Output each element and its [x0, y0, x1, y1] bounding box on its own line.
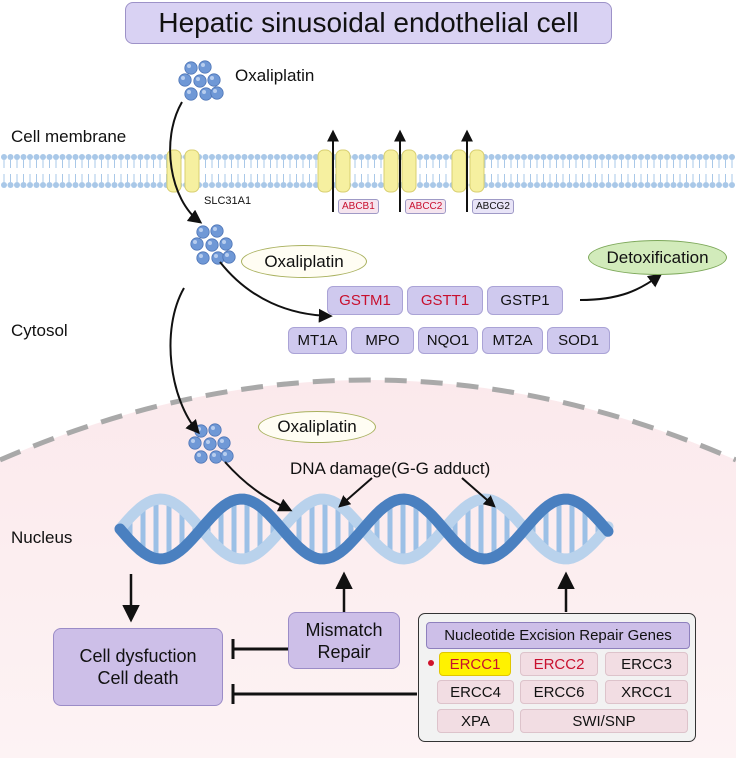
- gene-xrcc1: XRCC1: [605, 680, 688, 704]
- gene-ercc3: ERCC3: [605, 652, 688, 676]
- gene-swi-snp: SWI/SNP: [520, 709, 688, 733]
- abcg2-label: ABCG2: [472, 199, 514, 214]
- highlight-dot: [428, 660, 434, 666]
- gene-mt1a: MT1A: [288, 327, 347, 354]
- oxaliplatin-label-cytosol: Oxaliplatin: [241, 245, 367, 278]
- gene-gstp1: GSTP1: [487, 286, 563, 315]
- flow-arrows: [122, 101, 663, 623]
- oxaliplatin-label-outside: Oxaliplatin: [235, 66, 315, 85]
- cytosol-label: Cytosol: [11, 321, 68, 340]
- detoxification-label: Detoxification: [588, 240, 727, 275]
- gene-sod1: SOD1: [547, 327, 610, 354]
- page-title: Hepatic sinusoidal endothelial cell: [125, 2, 612, 44]
- gene-ercc4: ERCC4: [437, 680, 514, 704]
- gene-ercc1: ERCC1: [439, 652, 511, 676]
- inhibition-lines: [231, 639, 417, 704]
- cell-death-line2: Cell death: [97, 668, 179, 688]
- gene-ercc6: ERCC6: [520, 680, 598, 704]
- mismatch-repair-line2: Repair: [317, 641, 371, 662]
- oxaliplatin-molecule-cytosol: [190, 224, 236, 265]
- dna-helix: [114, 493, 614, 565]
- gene-nqo1: NQO1: [418, 327, 478, 354]
- oxaliplatin-label-nucleus: Oxaliplatin: [258, 411, 376, 443]
- mismatch-repair-line1: Mismatch: [305, 619, 383, 640]
- membrane-channels: [166, 149, 485, 193]
- slc31a1-label: SLC31A1: [204, 195, 252, 207]
- ner-title: Nucleotide Excision Repair Genes: [426, 622, 690, 649]
- cell-membrane-label: Cell membrane: [11, 127, 127, 146]
- oxaliplatin-molecule-outside: [178, 60, 224, 101]
- oxaliplatin-molecule-nucleus: [188, 423, 234, 464]
- gene-mt2a: MT2A: [482, 327, 543, 354]
- dna-damage-label: DNA damage(G-G adduct): [290, 459, 491, 478]
- cell-dysfunction-box: Cell dysfuction Cell death: [53, 628, 223, 706]
- gene-mpo: MPO: [351, 327, 414, 354]
- gene-xpa: XPA: [437, 709, 514, 733]
- abcc2-label: ABCC2: [405, 199, 447, 214]
- nucleus-label: Nucleus: [11, 528, 73, 547]
- efflux-arrows: [327, 129, 473, 212]
- mismatch-repair-box: Mismatch Repair: [288, 612, 400, 669]
- gene-gstt1: GSTT1: [407, 286, 483, 315]
- abcb1-label: ABCB1: [338, 199, 379, 214]
- cell-membrane: [1, 154, 735, 188]
- gene-ercc2: ERCC2: [520, 652, 598, 676]
- cell-dysfunction-line1: Cell dysfuction: [79, 646, 197, 666]
- gene-gstm1: GSTM1: [327, 286, 403, 315]
